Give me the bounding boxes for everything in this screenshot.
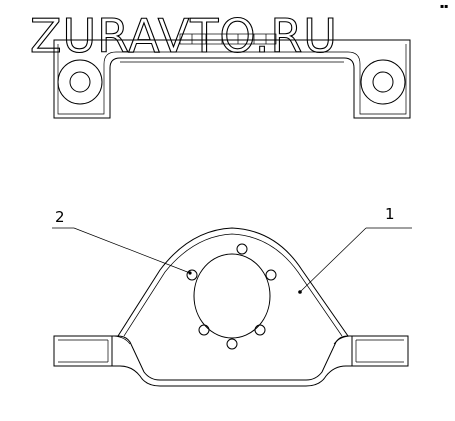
center-bore [193, 253, 271, 339]
center-slot [179, 33, 277, 45]
callout-1: 1 [298, 205, 412, 294]
left-lug [53, 335, 113, 367]
left-boss [57, 59, 103, 105]
corner-mark: ▪▪ [440, 3, 448, 10]
bolt-holes [186, 243, 277, 350]
front-view [53, 227, 409, 387]
bracket-body [117, 227, 349, 337]
callout-label-1: 1 [385, 205, 395, 223]
watermark-text: ZURAVTO.RU [30, 9, 338, 63]
right-boss [360, 59, 406, 105]
right-lug [351, 335, 409, 367]
callout-2: 2 [52, 208, 192, 275]
callout-label-2: 2 [55, 208, 65, 226]
top-view [53, 33, 411, 119]
